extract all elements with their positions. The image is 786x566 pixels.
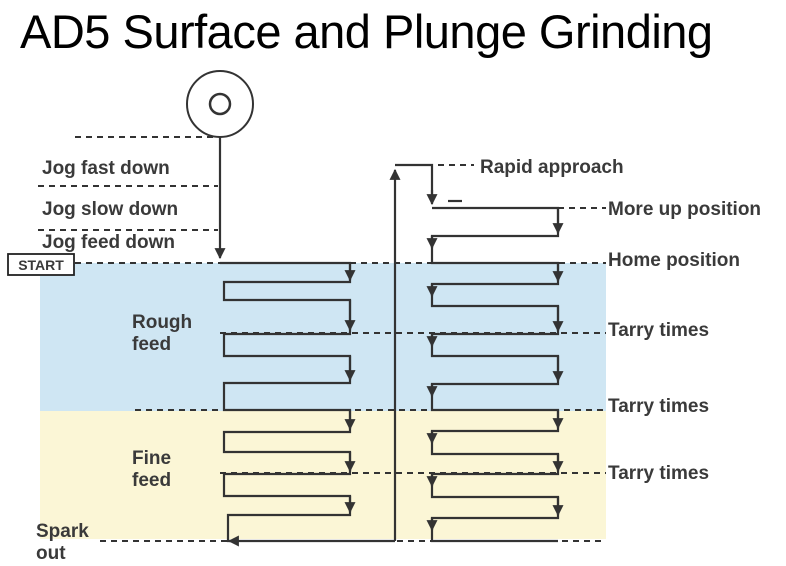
fine-feed-label-line2: feed (132, 470, 171, 491)
tarry-times-label-3: Tarry times (608, 463, 709, 484)
grinding-wheel-icon (186, 70, 254, 138)
fine-feed-label-line1: Fine (132, 448, 171, 469)
jog-slow-down-label: Jog slow down (42, 199, 178, 220)
jog-fast-down-label: Jog fast down (42, 158, 170, 179)
home-position-label: Home position (608, 250, 740, 271)
spark-out-label-line2: out (36, 543, 66, 564)
rapid-approach-label: Rapid approach (480, 157, 624, 178)
tarry-times-label-1: Tarry times (608, 320, 709, 341)
right-grinding-path (426, 199, 564, 543)
tarry-times-label-2: Tarry times (608, 396, 709, 417)
rough-feed-label-line2: feed (132, 334, 171, 355)
start-label: START (18, 257, 64, 273)
page-title: AD5 Surface and Plunge Grinding (20, 5, 713, 58)
rough-feed-zone (40, 263, 606, 411)
rapid-return-path (350, 163, 438, 543)
left-grinding-path (214, 137, 356, 547)
rough-feed-label-line1: Rough (132, 312, 192, 333)
spark-out-label-line1: Spark (36, 521, 89, 542)
more-up-position-label: More up position (608, 199, 761, 220)
jog-feed-down-label: Jog feed down (42, 232, 175, 253)
start-box (7, 253, 75, 276)
